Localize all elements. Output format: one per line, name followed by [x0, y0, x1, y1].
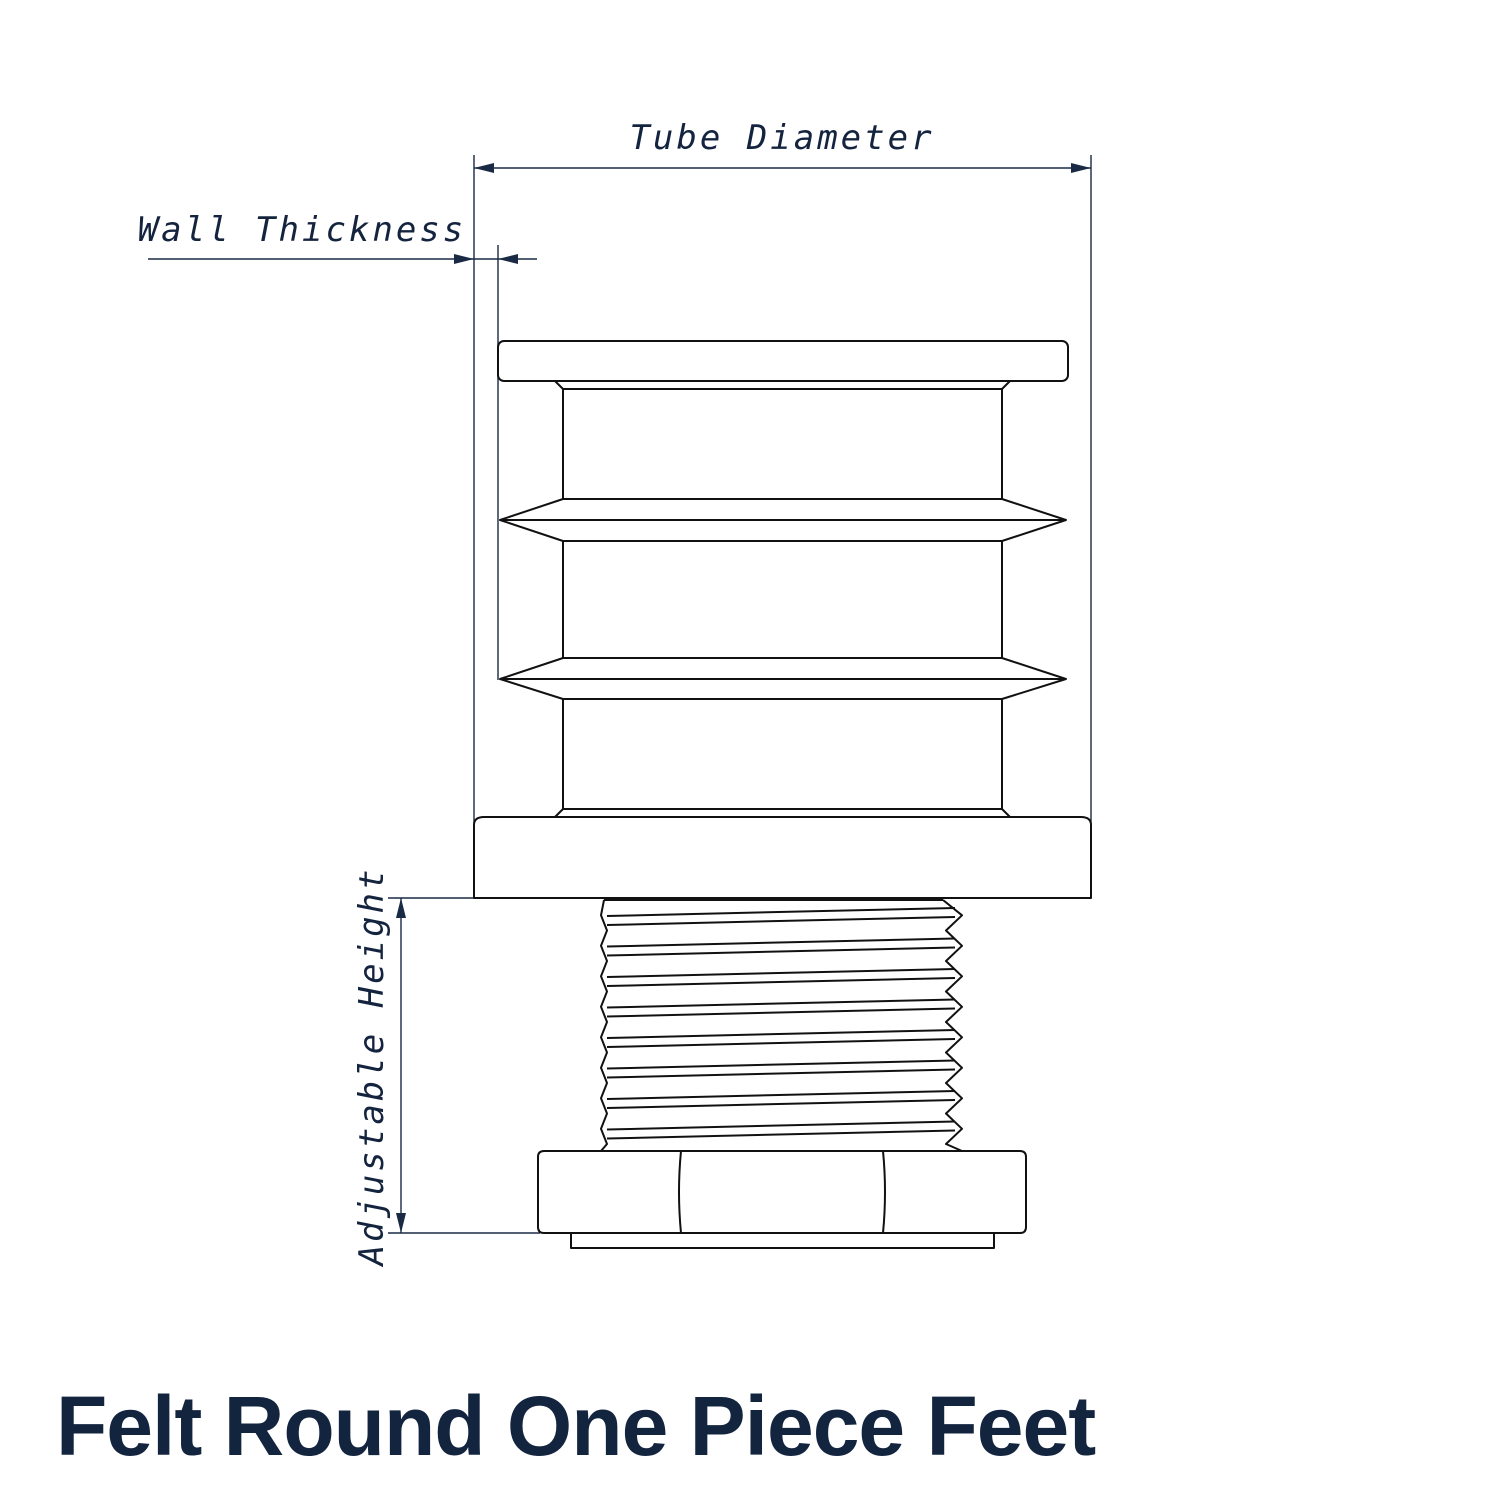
- thread-crest-line: [606, 937, 956, 948]
- tube-diameter-dimension: Tube Diameter: [473, 118, 1092, 898]
- insert-core-segment: [562, 540, 1003, 659]
- threaded-stem: [600, 899, 963, 1152]
- felt-pad: [570, 1232, 995, 1249]
- tube-diameter-label: Tube Diameter: [629, 118, 934, 158]
- insert-flange: [473, 816, 1092, 899]
- thread-crest-line: [606, 1007, 956, 1018]
- thread-crest-line: [606, 977, 956, 987]
- wall-thickness-dimension: Wall Thickness: [138, 210, 537, 680]
- thread-crest-line: [606, 1090, 956, 1100]
- thread-crest-line: [606, 1038, 956, 1048]
- hex-nut-facet-right: [882, 1150, 886, 1234]
- hex-nut-body: [537, 1150, 1027, 1234]
- wall-thickness-arrow-right: [498, 254, 518, 264]
- wall-thickness-label: Wall Thickness: [138, 210, 467, 250]
- adjustable-height-dimension: Adjustable Height: [352, 867, 540, 1268]
- insert-core-segment: [562, 388, 1003, 500]
- hex-nut-facet-left: [678, 1150, 682, 1234]
- page-title: Felt Round One Piece Feet: [56, 1379, 1096, 1473]
- thread-crest-line: [606, 916, 956, 926]
- thread-profile-left: [600, 899, 608, 1152]
- insert-top-cap: [497, 340, 1069, 382]
- thread-profile-right: [942, 899, 963, 1152]
- tube-insert: [473, 340, 1092, 899]
- thread-crest-line: [606, 1029, 956, 1039]
- thread-crest-line: [606, 968, 956, 978]
- thread-crest-line: [606, 1099, 956, 1109]
- adjustable-height-arrow-bottom: [396, 1213, 406, 1233]
- wall-thickness-arrow-left: [454, 254, 474, 264]
- thread-crest-line: [606, 1068, 956, 1079]
- thread-crest-line: [606, 998, 956, 1009]
- insert-core-segment: [562, 698, 1003, 810]
- adjustable-height-label: Adjustable Height: [352, 867, 392, 1268]
- thread-crest-line: [606, 907, 956, 917]
- tube-diameter-arrow-right: [1071, 163, 1091, 173]
- thread-crest-line: [606, 1059, 956, 1070]
- thread-crest-line: [606, 1129, 956, 1140]
- insert-bottom-chamfer: [554, 808, 1011, 818]
- adjustable-height-arrow-top: [396, 898, 406, 918]
- hex-nut: [537, 1150, 1027, 1234]
- thread-crest-line: [606, 946, 956, 957]
- tube-diameter-arrow-left: [474, 163, 494, 173]
- insert-top-chamfer: [554, 380, 1011, 390]
- thread-crest-line: [606, 1120, 956, 1131]
